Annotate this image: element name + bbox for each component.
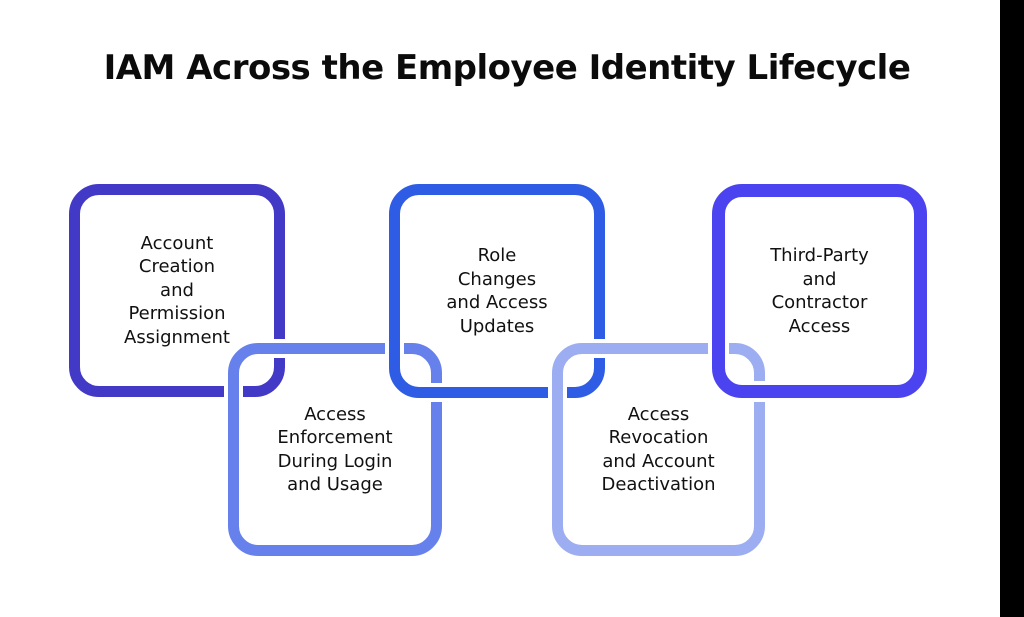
- page-title: IAM Across the Employee Identity Lifecyc…: [103, 48, 911, 88]
- lifecycle-box-access-revocation: Access Revocation and Account Deactivati…: [552, 343, 765, 556]
- lifecycle-box-access-enforcement-label: Access Enforcement During Login and Usag…: [277, 403, 393, 496]
- right-edge-black-bar: [1000, 0, 1024, 617]
- lifecycle-box-role-changes-label: Role Changes and Access Updates: [446, 245, 548, 337]
- lifecycle-box-third-party-access: Third-Party and Contractor Access: [712, 184, 927, 398]
- lifecycle-box-access-enforcement: Access Enforcement During Login and Usag…: [228, 343, 442, 556]
- lifecycle-box-third-party-access-label: Third-Party and Contractor Access: [770, 245, 869, 337]
- lifecycle-box-access-revocation-label: Access Revocation and Account Deactivati…: [601, 403, 716, 496]
- lifecycle-box-account-creation: Account Creation and Permission Assignme…: [69, 184, 285, 397]
- lifecycle-box-role-changes: Role Changes and Access Updates: [389, 184, 605, 398]
- lifecycle-box-account-creation-label: Account Creation and Permission Assignme…: [124, 232, 230, 348]
